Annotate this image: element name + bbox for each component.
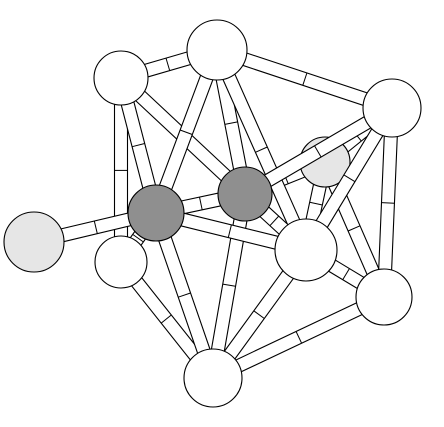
bond-a1-a2: [237, 50, 373, 108]
bond-a2-a7: [377, 130, 399, 276]
atom-a5-dark: [217, 166, 273, 222]
bond-a1-a4: [157, 69, 216, 196]
atom-a7-white: [355, 268, 413, 326]
atom-a8-white: [274, 218, 338, 282]
atom-a6-white: [183, 348, 243, 408]
atom-a10-white: [94, 235, 148, 289]
atom-a2-white: [362, 78, 422, 138]
bond-a7-a6: [230, 299, 368, 375]
atom-a0-white: [93, 50, 149, 106]
atom-a4-dark: [127, 184, 185, 242]
atom-a9-light: [3, 211, 65, 273]
atom-a1-white: [186, 19, 248, 81]
